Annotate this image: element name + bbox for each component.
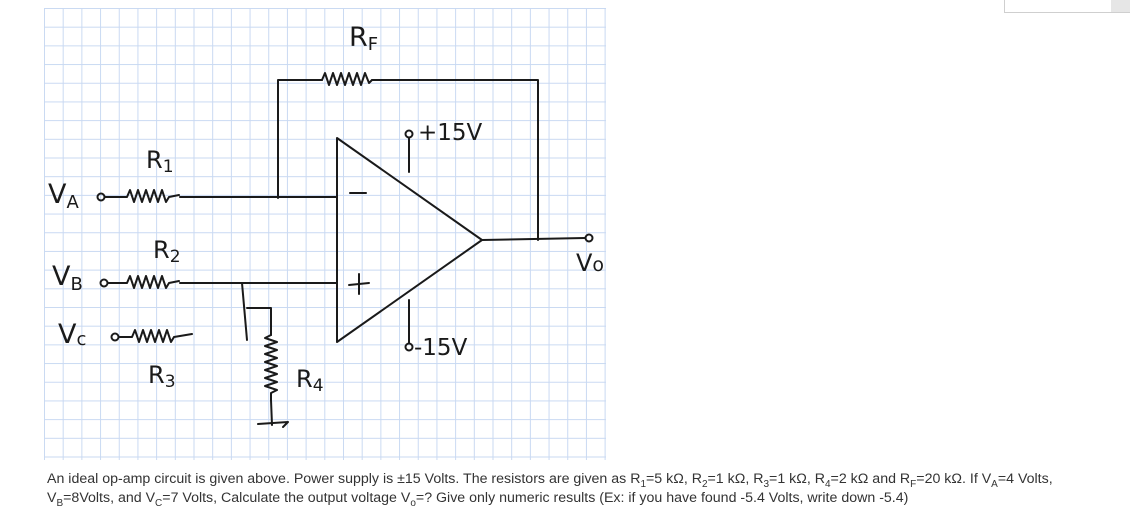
- va-label: VA: [48, 179, 79, 213]
- answer-input-button[interactable]: [1111, 0, 1130, 12]
- op-amp-triangle: [336, 137, 483, 343]
- r1-resistor: [104, 189, 180, 203]
- output-wire: [481, 237, 586, 241]
- output-terminal: [584, 233, 594, 243]
- question-line-1: An ideal op-amp circuit is given above. …: [47, 471, 1053, 490]
- vc-label: Vc: [58, 319, 86, 350]
- neg-supply-terminal: [404, 342, 414, 352]
- vb-label: VB: [52, 261, 83, 295]
- vo-label: Vo: [576, 249, 604, 277]
- vb-terminal: [99, 278, 109, 288]
- r3-label: R3: [148, 361, 176, 392]
- op-amp-circuit-diagram: RF R1 R2 R3 R4 VA VB Vc Vo +15V -15V: [48, 22, 604, 428]
- neg-supply-label: -15V: [414, 335, 468, 361]
- r2-resistor: [107, 275, 180, 289]
- r4-resistor: [264, 334, 278, 401]
- rf-label: RF: [349, 22, 378, 55]
- r4-top-wire: [246, 307, 272, 336]
- rf-resistor: [321, 72, 373, 86]
- r1-label: R1: [146, 146, 174, 177]
- feedback-wire-right: [371, 79, 539, 241]
- pos-supply-label: +15V: [418, 120, 483, 146]
- r4-label: R4: [296, 365, 324, 396]
- ground-symbol: [257, 421, 289, 428]
- va-terminal: [96, 192, 106, 202]
- r3-resistor: [118, 329, 193, 343]
- question-text: An ideal op-amp circuit is given above. …: [47, 470, 1130, 508]
- r3-node-wire: [241, 282, 248, 341]
- graph-paper-background: [44, 8, 606, 460]
- r2-label: R2: [153, 236, 181, 267]
- question-line-2: VB=8Volts, and VC=7 Volts, Calculate the…: [47, 490, 909, 509]
- ground-wire: [270, 399, 273, 426]
- pos-supply-terminal: [404, 129, 414, 139]
- answer-input[interactable]: [1004, 0, 1130, 13]
- vc-terminal: [110, 332, 120, 342]
- feedback-wire-left: [277, 79, 323, 199]
